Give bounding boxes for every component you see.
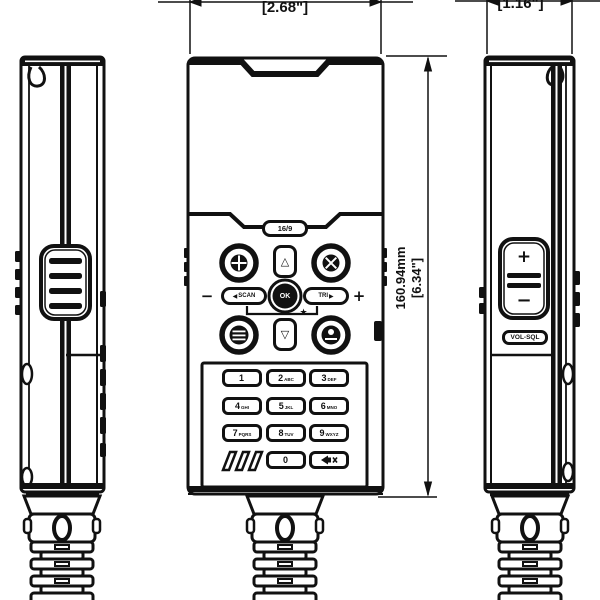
rocker-minus-label: − (516, 290, 532, 311)
side-ridges (479, 271, 580, 327)
ok-button (267, 278, 303, 314)
down-key: ▽ (273, 318, 297, 351)
down-arrow-icon: ▽ (280, 328, 290, 341)
speaker-mute-icon (321, 455, 338, 465)
dimension-front-width: [2.68"] (261, 0, 309, 16)
right-arrow-icon: ▶ (329, 292, 334, 300)
function-button-top-left (219, 243, 259, 283)
speaker-notch (189, 59, 382, 77)
screw-boss (561, 362, 575, 386)
hatch-stripes-icon (221, 450, 264, 472)
cable-strain-relief (245, 494, 325, 600)
function-button-bottom-right (311, 315, 351, 355)
dimension-side-width: [1.16"] (497, 0, 544, 12)
ptt-grip-bars (49, 258, 82, 309)
screw-boss (561, 461, 575, 483)
volume-rocker (498, 237, 550, 320)
star-marker-icon: ★ (299, 308, 308, 318)
keypad-edge-tabs (100, 291, 106, 457)
selection-bracket (245, 306, 319, 316)
scan-key: ◀ SCAN (221, 287, 267, 305)
cable-strain-relief (490, 494, 570, 600)
dimension-height: 160.94mm [6.34"] (393, 213, 425, 343)
screw-boss (20, 362, 34, 386)
function-button-bottom-left (219, 315, 259, 355)
dpad-minus-label: − (200, 286, 214, 305)
right-side-view (479, 55, 580, 600)
key-0: 0 (266, 451, 306, 469)
hanger-hook (27, 65, 46, 88)
mute-key (309, 451, 349, 469)
key-1: 1 (222, 369, 262, 387)
ptt-button (39, 244, 92, 321)
tri-watch-key: TRI ▶ (303, 287, 349, 305)
channel-16-9-key: 16/9 (262, 220, 308, 237)
left-side-view (15, 55, 106, 600)
dpad-plus-label: + (352, 286, 366, 305)
function-button-top-right (311, 243, 351, 283)
dimension-lines (158, 0, 600, 498)
rocker-ridges (507, 273, 541, 288)
ok-label: OK (279, 293, 291, 300)
front-side-ridges (184, 248, 387, 341)
hatched-key (220, 449, 264, 473)
rocker-plus-label: + (516, 246, 532, 267)
cable-strain-relief (22, 494, 102, 600)
left-arrow-icon: ◀ (232, 292, 238, 300)
dimension-height-in: [6.34"] (409, 257, 424, 299)
side-ridges (15, 251, 21, 315)
scan-label: SCAN (238, 293, 256, 299)
up-arrow-icon: △ (280, 255, 290, 268)
up-key: △ (273, 245, 297, 278)
vol-sql-label: VOL-SQL (502, 330, 548, 345)
tri-label: TRI (318, 293, 329, 299)
dimension-height-mm: 160.94mm (393, 246, 409, 310)
